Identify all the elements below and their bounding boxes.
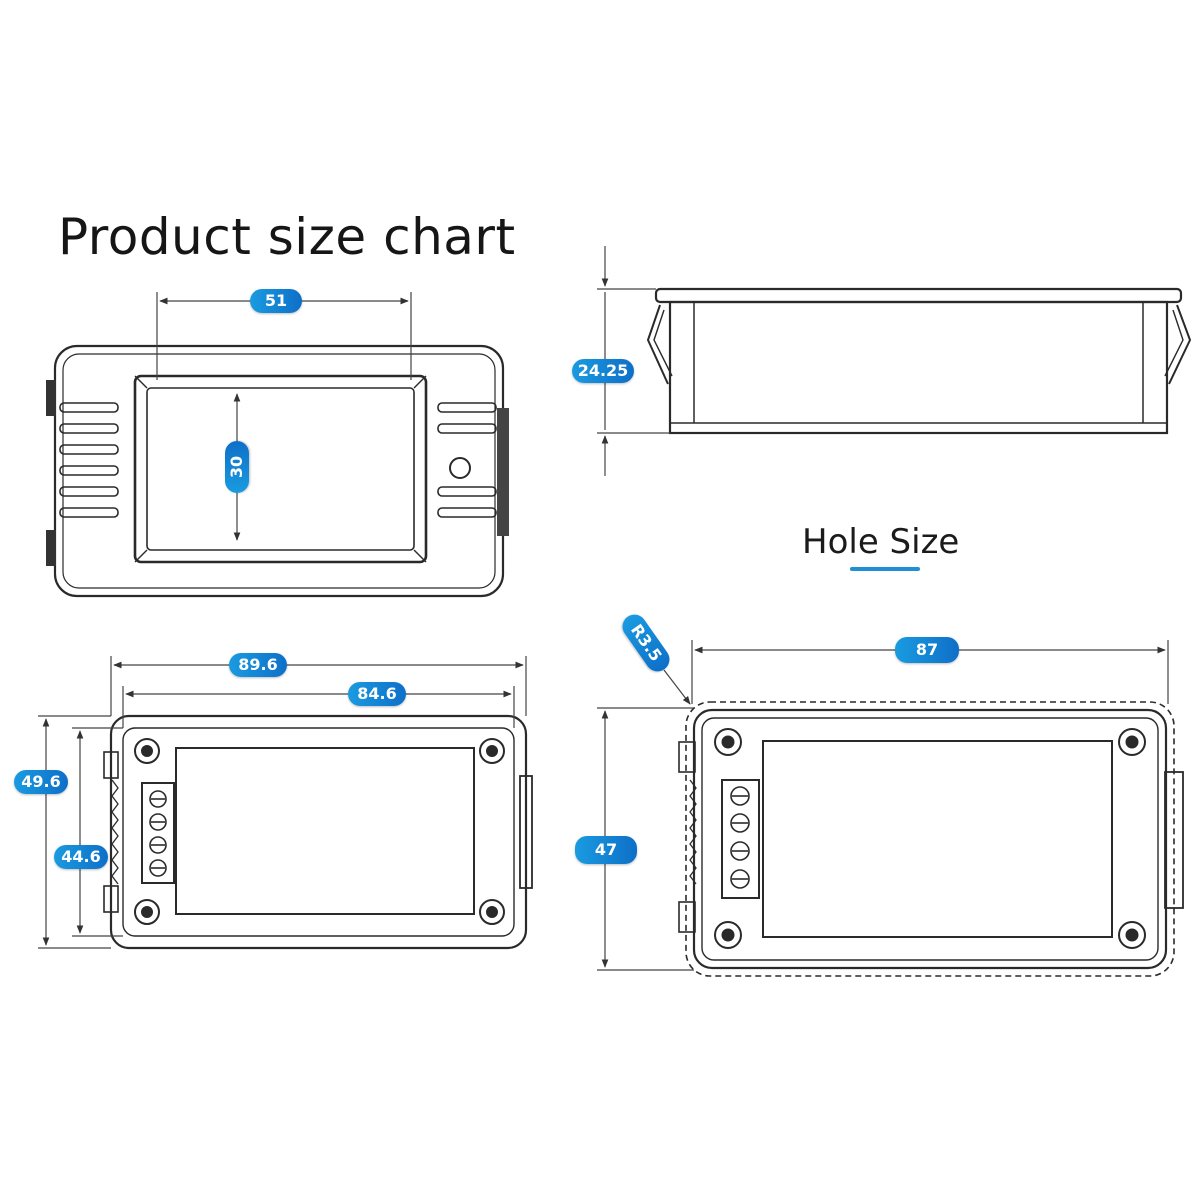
back-inner-width-label: 84.6 (348, 682, 406, 706)
back-inner-height-label: 44.6 (54, 845, 108, 869)
back-outer-width-label: 89.6 (229, 653, 287, 677)
hole-size-underline (850, 567, 920, 571)
back-dimension-lines (38, 656, 527, 949)
front-view (46, 344, 509, 598)
page-title: Product size chart (58, 208, 516, 266)
hole-dimension-lines (597, 640, 1169, 971)
hole-width-label: 87 (895, 637, 959, 663)
hole-height-label: 47 (575, 836, 637, 864)
side-view (646, 287, 1192, 435)
hole-size-title: Hole Size (802, 522, 960, 562)
front-width-label: 51 (250, 289, 302, 313)
back-view (103, 714, 533, 950)
front-height-label: 30 (225, 441, 249, 493)
hole-view (678, 701, 1184, 977)
side-depth-label: 24.25 (572, 359, 634, 383)
back-outer-height-label: 49.6 (14, 770, 68, 794)
front-dimension-lines (156, 292, 412, 541)
button-icon (449, 457, 471, 479)
